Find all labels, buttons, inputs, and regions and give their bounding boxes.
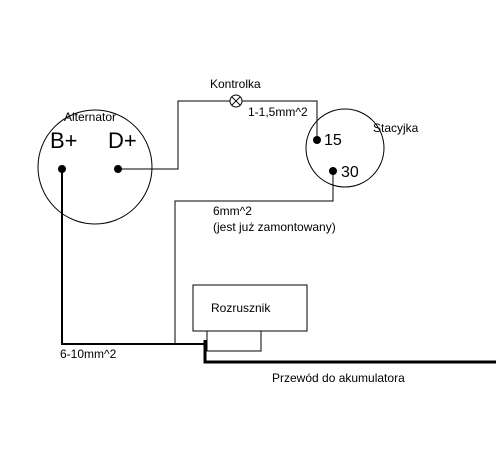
lamp-wire-size-label: 1-1,5mm^2 [248,105,308,119]
starter-terminal-block [206,330,262,352]
switch-wire-note: (jest już zamontowany) [213,220,336,234]
alternator-wire-size-label: 6-10mm^2 [60,347,117,361]
warning-lamp-cross-b [231,96,241,106]
alternator-body [37,109,153,225]
switch-wire-size-label: 6mm^2 [213,204,252,218]
warning-lamp-label: Kontrolka [210,77,261,91]
alternator-label: Alternator [64,110,116,124]
terminal-30-label: 30 [341,164,359,181]
starter-body [192,284,308,332]
battery-wire-label: Przewód do akumulatora [272,371,405,385]
warning-lamp: Kontrolka [210,77,261,108]
starter: Rozrusznik [192,284,308,352]
ignition-switch-body [305,108,385,188]
terminal-15-label: 15 [324,132,342,149]
ignition-switch-label: Stacyjka [373,121,419,135]
starter-label: Rozrusznik [211,301,271,315]
ignition-switch: Stacyjka 15 30 [305,108,419,188]
battery-wire [203,340,496,364]
alternator: Alternator B+ D+ [37,109,153,225]
alternator-wire [61,169,205,345]
alternator-terminal-d-label: D+ [108,128,137,153]
switch-wire [174,171,334,344]
alternator-terminal-b-label: B+ [50,128,78,153]
lamp-to-switch-wire [242,100,318,140]
lamp-wire [118,100,230,170]
